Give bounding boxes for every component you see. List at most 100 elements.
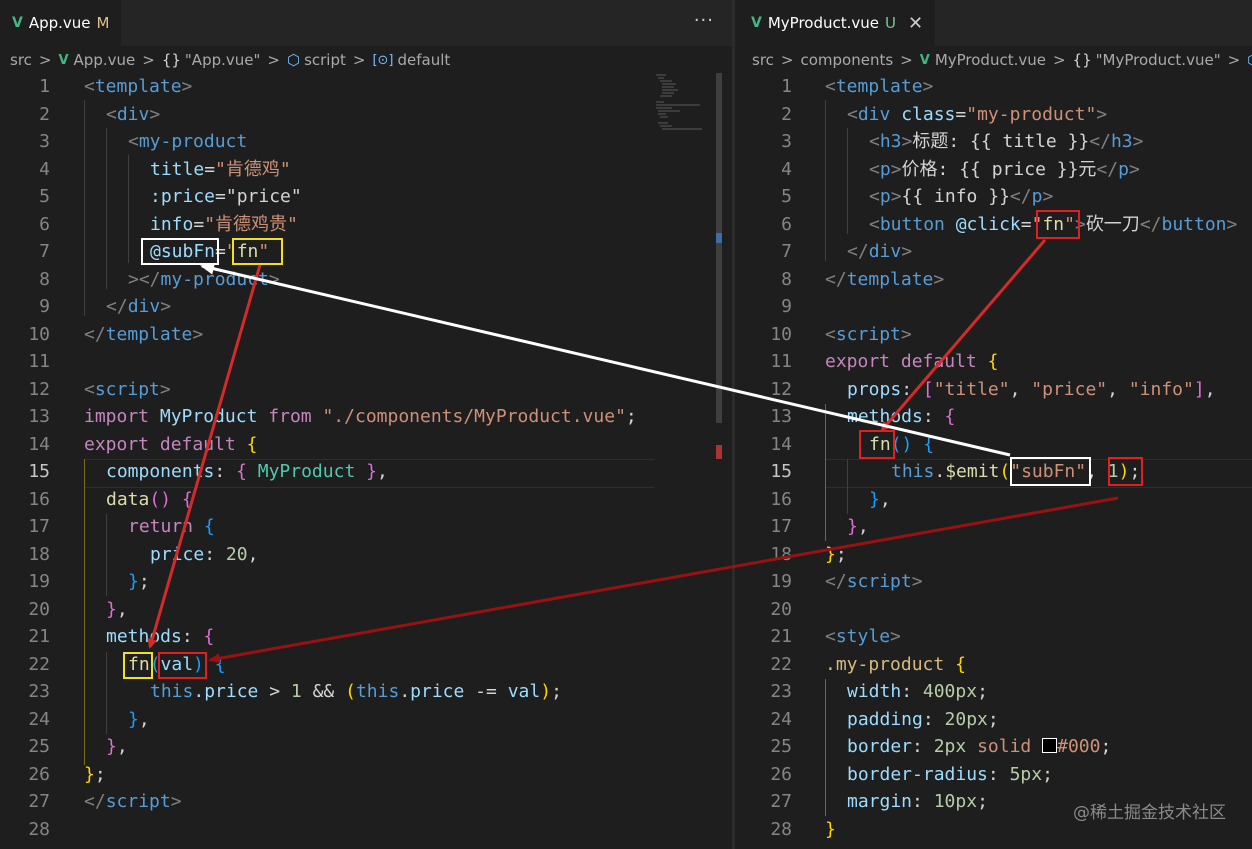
line-number: 17 — [770, 516, 792, 537]
line-number: 19 — [770, 571, 792, 592]
arrow-arg-to-val — [208, 496, 1119, 664]
tab-app-vue[interactable]: V App.vue M — [0, 0, 122, 46]
chevron-right-icon: > — [142, 51, 155, 69]
indent-guide — [847, 128, 848, 234]
color-swatch-icon[interactable] — [1042, 738, 1058, 753]
indent-guide — [825, 404, 826, 541]
chevron-right-icon: > — [267, 51, 280, 69]
indent-guide — [825, 679, 826, 816]
breadcrumb-components[interactable]: components — [800, 51, 894, 69]
line-number: 24 — [770, 708, 792, 730]
line-number: 22 — [28, 653, 50, 675]
chevron-right-icon: > — [780, 51, 794, 69]
annotation-box-val-param — [158, 652, 207, 679]
line-number: 4 — [39, 158, 50, 180]
line-number: 14 — [28, 433, 50, 455]
line-number: 25 — [28, 736, 50, 757]
line-number: 15 — [28, 461, 50, 482]
line-number: 13 — [770, 406, 792, 427]
line-number: 6 — [781, 213, 792, 235]
line-number: 12 — [28, 378, 50, 400]
annotation-box-subfn-emit — [1010, 457, 1091, 486]
breadcrumb-default[interactable]: default — [397, 51, 451, 69]
braces-icon: {} — [1072, 51, 1092, 69]
tab-modified-badge: M — [96, 14, 110, 32]
line-number: 10 — [28, 323, 50, 345]
more-actions-icon[interactable]: ··· — [693, 10, 714, 31]
indent-guide — [128, 155, 129, 263]
line-number: 28 — [770, 818, 792, 840]
annotation-box-subfn-left — [141, 238, 219, 265]
line-number: 11 — [28, 351, 50, 372]
indent-guide — [106, 128, 107, 289]
indent-guide — [106, 514, 107, 596]
line-number: 24 — [28, 708, 50, 730]
line-number: 21 — [28, 626, 50, 647]
vertical-scrollbar[interactable] — [716, 73, 722, 423]
line-number: 2 — [39, 103, 50, 125]
breadcrumb-src[interactable]: src — [752, 51, 774, 69]
variable-icon: [⊙] — [372, 52, 394, 68]
line-number: 9 — [39, 296, 50, 317]
current-line-highlight — [825, 459, 1252, 488]
line-number: 25 — [770, 736, 792, 757]
line-number: 16 — [28, 488, 50, 510]
line-number: 17 — [28, 516, 50, 537]
line-number: 4 — [781, 158, 792, 180]
breadcrumb-component[interactable]: "App.vue" — [184, 51, 261, 69]
editor-group-divider[interactable] — [732, 0, 735, 849]
line-number: 23 — [28, 681, 50, 702]
line-number: 13 — [28, 406, 50, 427]
line-number: 8 — [781, 268, 792, 290]
line-number: 27 — [770, 791, 792, 812]
line-number: 2 — [781, 103, 792, 125]
line-number: 22 — [770, 653, 792, 675]
breadcrumb-script[interactable]: script — [304, 51, 346, 69]
line-number: 27 — [28, 791, 50, 812]
scrollbar-marker — [716, 445, 722, 459]
close-icon[interactable]: ✕ — [907, 12, 924, 34]
tab-label: App.vue — [28, 14, 91, 32]
line-number: 23 — [770, 681, 792, 702]
line-number: 3 — [781, 131, 792, 152]
line-number: 10 — [770, 323, 792, 345]
breadcrumb-component[interactable]: "MyProduct.vue" — [1095, 51, 1221, 69]
line-number: 12 — [770, 378, 792, 400]
vue-icon: V — [12, 15, 23, 31]
breadcrumb-file[interactable]: App.vue — [73, 51, 136, 69]
breadcrumb-src[interactable]: src — [10, 51, 32, 69]
line-number: 20 — [770, 598, 792, 620]
cube-icon: ⬡ — [1247, 51, 1252, 69]
line-number: 28 — [28, 818, 50, 840]
line-number: 5 — [39, 186, 50, 207]
line-number: 7 — [39, 241, 50, 262]
line-number: 19 — [28, 571, 50, 592]
vue-icon: V — [58, 52, 69, 68]
breadcrumb-file[interactable]: MyProduct.vue — [934, 51, 1046, 69]
tab-myproduct-vue[interactable]: V MyProduct.vue U ✕ — [735, 0, 936, 46]
chevron-right-icon: > — [352, 51, 366, 69]
line-number: 26 — [28, 763, 50, 785]
annotation-box-fn-method — [123, 652, 153, 679]
indent-guide — [84, 459, 85, 765]
minimap[interactable] — [652, 73, 714, 133]
annotation-box-arg-1 — [1108, 457, 1143, 486]
braces-icon: {} — [161, 51, 181, 69]
line-number: 15 — [770, 461, 792, 482]
indent-guide — [825, 100, 826, 261]
arrow-fn-attr-to-method — [147, 264, 262, 649]
line-number: 16 — [770, 488, 792, 510]
line-number: 18 — [28, 543, 50, 565]
arrow-emit-to-subfn — [200, 262, 1011, 457]
chevron-right-icon: > — [1052, 51, 1066, 69]
vue-icon: V — [919, 52, 930, 68]
indent-guide — [84, 100, 85, 316]
line-number: 5 — [781, 186, 792, 207]
indent-guide — [106, 652, 107, 734]
right-tab-bar: V MyProduct.vue U ✕ — [735, 0, 1252, 46]
cube-icon: ⬡ — [286, 51, 301, 69]
chevron-right-icon: > — [900, 51, 913, 69]
